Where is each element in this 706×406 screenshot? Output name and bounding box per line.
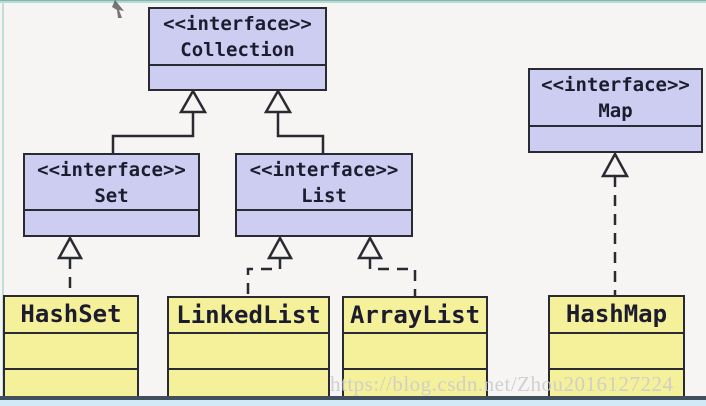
interface-name: Map xyxy=(598,100,633,122)
attributes-compartment xyxy=(344,332,486,368)
class-box-hashmap: HashMap xyxy=(548,295,685,398)
bottom-frame-light-line xyxy=(0,400,706,406)
stereotype-label: <<interface>> xyxy=(249,159,399,181)
operations-compartment xyxy=(344,368,486,406)
empty-compartment xyxy=(237,209,411,289)
interface-header: <<interface>> List xyxy=(237,155,411,209)
interface-name: List xyxy=(301,185,347,207)
class-name: LinkedList xyxy=(176,301,321,329)
class-box-hashset: HashSet xyxy=(3,295,139,398)
interface-header: <<interface>> Map xyxy=(530,70,701,125)
interface-box-set: <<interface>> Set xyxy=(23,153,200,237)
stereotype-label: <<interface>> xyxy=(37,159,186,181)
left-frame-line xyxy=(2,2,4,396)
operations-compartment xyxy=(169,368,328,406)
class-name: ArrayList xyxy=(349,301,481,329)
operations-compartment xyxy=(550,368,683,406)
stereotype-label: <<interface>> xyxy=(541,74,690,96)
class-name: HashSet xyxy=(20,300,122,328)
top-frame-line xyxy=(0,0,706,3)
interface-name: Collection xyxy=(180,39,295,61)
interface-box-map: <<interface>> Map xyxy=(528,68,703,153)
interface-header: <<interface>> Collection xyxy=(150,9,325,64)
csdn-watermark: https://blog.csdn.net/Zhou2016127224 xyxy=(330,372,674,396)
class-box-linkedlist: LinkedList xyxy=(167,296,330,398)
attributes-compartment xyxy=(5,332,137,368)
empty-compartment xyxy=(25,209,198,289)
interface-header: <<interface>> Set xyxy=(25,155,198,209)
bottom-frame-dark-line xyxy=(0,396,706,400)
operations-compartment xyxy=(5,368,137,406)
empty-compartment xyxy=(530,125,701,206)
attributes-compartment xyxy=(550,332,683,368)
interface-box-list: <<interface>> List xyxy=(235,153,413,237)
attributes-compartment xyxy=(169,332,328,368)
interface-box-collection: <<interface>> Collection xyxy=(148,7,327,91)
empty-compartment xyxy=(150,64,325,144)
interface-name: Set xyxy=(94,185,129,207)
stereotype-label: <<interface>> xyxy=(163,13,312,35)
class-name: HashMap xyxy=(565,300,668,328)
